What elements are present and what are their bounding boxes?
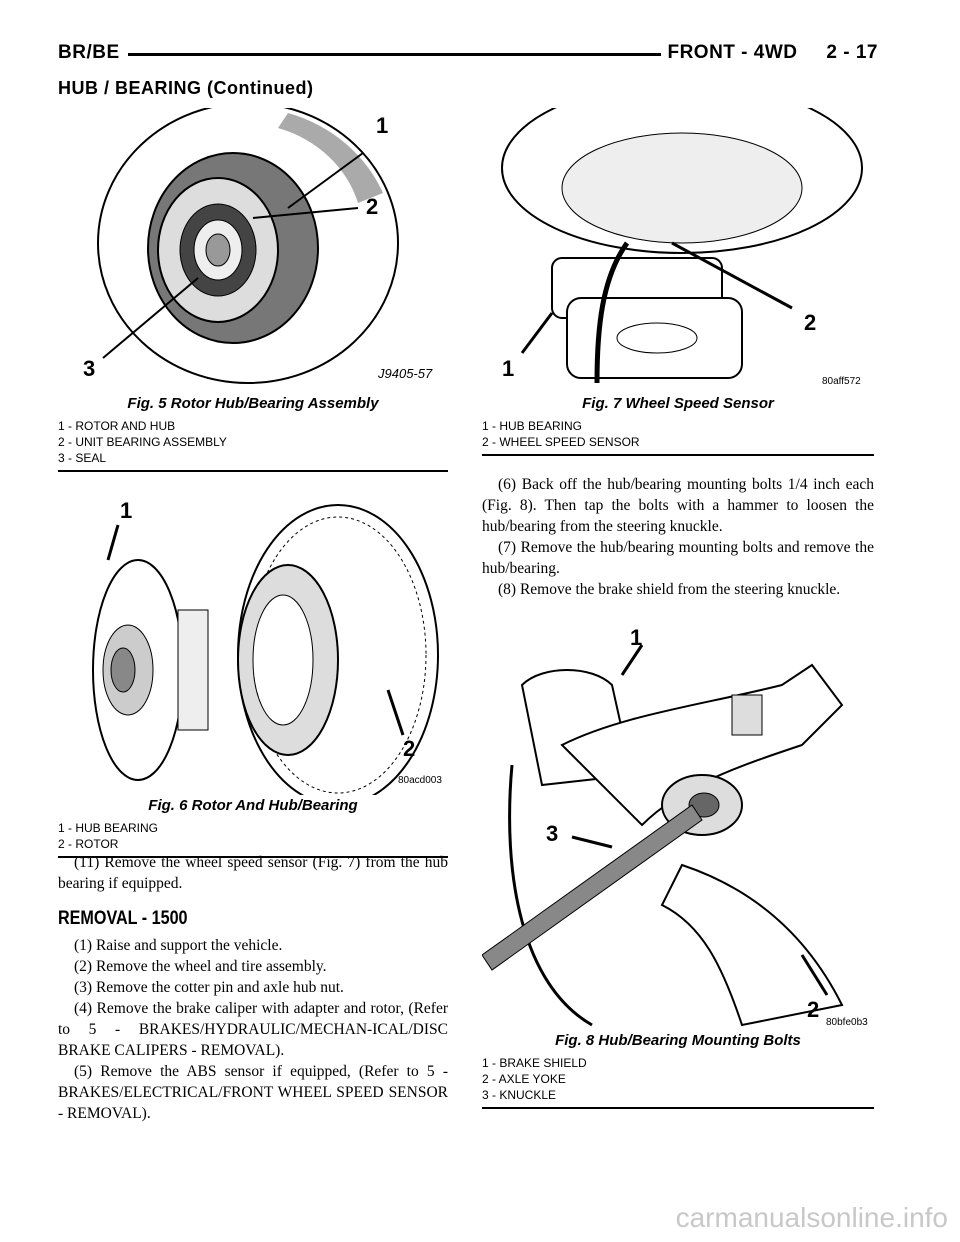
fig5-caption: Fig. 5 Rotor Hub/Bearing Assembly xyxy=(127,395,379,412)
removal-step: (8) Remove the brake shield from the ste… xyxy=(498,581,841,598)
removal-1500-heading: REMOVAL - 1500 xyxy=(58,908,188,929)
fig6-image-code: 80acd003 xyxy=(398,775,442,786)
fig7-rule xyxy=(482,454,874,456)
fig6-callout-1: 1 xyxy=(120,498,133,523)
fig5-callout-3: 3 xyxy=(83,356,96,381)
hub-bearing-mounting-bolts-illustration xyxy=(482,644,844,1027)
figure-7: 2 1 80aff572 Fig. 7 Wheel Speed Sensor 1… xyxy=(482,108,874,456)
header-model: BR/BE xyxy=(52,42,126,64)
removal-step: (4) Remove the brake caliper with adapte… xyxy=(58,1000,448,1059)
fig7-legend-item: 2 - WHEEL SPEED SENSOR xyxy=(482,435,640,449)
fig6-rule xyxy=(58,856,448,858)
watermark: carmanualsonline.info xyxy=(675,1202,948,1233)
wheel-speed-sensor-illustration xyxy=(501,108,863,384)
header-section-page: FRONT - 4WD 2 - 17 xyxy=(661,42,884,64)
fig5-rule xyxy=(58,470,448,472)
figure-6: 1 2 80acd003 Fig. 6 Rotor And Hub/Bearin… xyxy=(58,490,448,858)
fig5-image-code: J9405-57 xyxy=(378,366,433,381)
fig7-legend-item: 1 - HUB BEARING xyxy=(482,419,583,433)
fig6-callout-2: 2 xyxy=(403,736,416,761)
fig8-caption: Fig. 8 Hub/Bearing Mounting Bolts xyxy=(555,1032,801,1049)
page-header: BR/BE FRONT - 4WD 2 - 17 xyxy=(52,42,884,70)
fig5-legend: 1 - ROTOR AND HUB 2 - UNIT BEARING ASSEM… xyxy=(58,418,448,466)
fig5-legend-item: 1 - ROTOR AND HUB xyxy=(58,419,176,433)
figure-8: 1 3 2 80bfe0b3 Fig. 8 Hub/Bearing Mounti… xyxy=(482,625,874,1109)
fig7-callout-2: 2 xyxy=(804,310,817,335)
fig5-legend-item: 3 - SEAL xyxy=(58,451,107,465)
fig6-legend-item: 2 - ROTOR xyxy=(58,837,119,851)
removal-step: (7) Remove the hub/bearing mounting bolt… xyxy=(482,539,874,577)
removal-step: (2) Remove the wheel and tire assembly. xyxy=(74,958,327,975)
fig8-callout-2: 2 xyxy=(807,997,820,1022)
fig7-callout-1: 1 xyxy=(502,356,515,381)
fig5-legend-item: 2 - UNIT BEARING ASSEMBLY xyxy=(58,435,227,449)
fig7-caption: Fig. 7 Wheel Speed Sensor xyxy=(582,395,774,412)
fig8-rule xyxy=(482,1107,874,1109)
figure-5: 1 2 3 J9405-57 Fig. 5 Rotor Hub/Bearing … xyxy=(58,108,448,472)
left-column-text: (11) Remove the wheel speed sensor (Fig.… xyxy=(58,852,448,1124)
step-11: (11) Remove the wheel speed sensor (Fig.… xyxy=(58,854,448,892)
section-continued-title: HUB / BEARING (Continued) xyxy=(58,78,314,98)
header-rule xyxy=(128,53,668,56)
removal-step: (1) Raise and support the vehicle. xyxy=(74,937,283,954)
rotor-hub-bearing-illustration xyxy=(97,108,399,384)
fig5-callout-2: 2 xyxy=(366,194,379,219)
removal-step: (5) Remove the ABS sensor if equipped, (… xyxy=(58,1063,448,1122)
fig8-image-code: 80bfe0b3 xyxy=(826,1017,868,1028)
fig7-legend: 1 - HUB BEARING 2 - WHEEL SPEED SENSOR xyxy=(482,418,874,450)
fig5-callout-1: 1 xyxy=(376,113,389,138)
fig6-legend-item: 1 - HUB BEARING xyxy=(58,821,159,835)
rotor-and-hub-illustration xyxy=(92,504,439,795)
removal-step: (6) Back off the hub/bearing mounting bo… xyxy=(482,476,874,535)
fig6-caption: Fig. 6 Rotor And Hub/Bearing xyxy=(148,797,358,814)
right-column-text: (6) Back off the hub/bearing mounting bo… xyxy=(482,474,874,600)
fig8-legend: 1 - BRAKE SHIELD 2 - AXLE YOKE 3 - KNUCK… xyxy=(482,1055,874,1103)
fig8-callout-3: 3 xyxy=(546,821,559,846)
fig6-legend: 1 - HUB BEARING 2 - ROTOR xyxy=(58,820,448,852)
removal-step: (3) Remove the cotter pin and axle hub n… xyxy=(74,979,344,996)
fig7-image-code: 80aff572 xyxy=(822,376,861,387)
fig8-callout-1: 1 xyxy=(630,625,643,650)
fig8-legend-item: 3 - KNUCKLE xyxy=(482,1088,557,1102)
fig8-legend-item: 2 - AXLE YOKE xyxy=(482,1072,566,1086)
fig8-legend-item: 1 - BRAKE SHIELD xyxy=(482,1056,587,1070)
